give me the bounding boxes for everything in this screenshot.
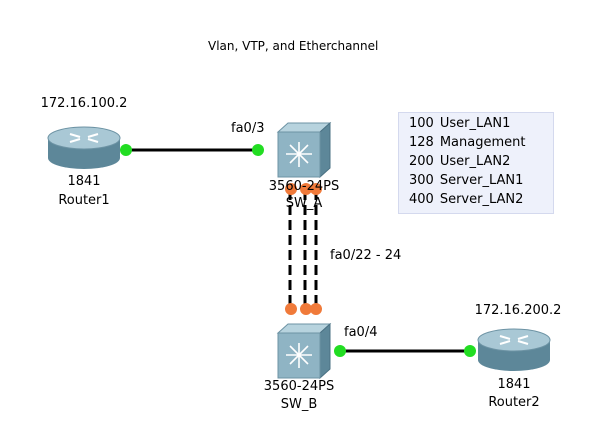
vlan-id: 100: [409, 116, 434, 131]
vlan-row: 128 Management: [409, 135, 525, 151]
vlan-id: 200: [409, 154, 434, 169]
port-up-indicator: [464, 345, 476, 357]
router2-ip: 172.16.200.2: [474, 303, 562, 318]
port-label-r1-swa: fa0/3: [231, 121, 265, 136]
switch-swb-icon[interactable]: [276, 322, 332, 380]
router1-icon[interactable]: [47, 126, 121, 169]
port-up-indicator: [120, 144, 132, 156]
port-blocking-indicator: [285, 303, 297, 315]
swa-model: 3560-24PS: [268, 179, 340, 194]
vlan-row: 200 User_LAN2: [409, 154, 510, 170]
swb-model: 3560-24PS: [263, 379, 335, 394]
swa-name: SW_A: [285, 196, 323, 211]
router1-ip: 172.16.100.2: [40, 96, 128, 111]
port-label-swb-r2: fa0/4: [344, 325, 378, 340]
port-up-indicator: [252, 144, 264, 156]
port-blocking-indicator: [310, 303, 322, 315]
port-blocking-indicator: [310, 183, 322, 195]
vlan-id: 128: [409, 135, 434, 150]
vlan-row: 400 Server_LAN2: [409, 192, 523, 208]
vlan-id: 400: [409, 192, 434, 207]
vlan-row: 100 User_LAN1: [409, 116, 510, 132]
etherchannel-port-label: fa0/22 - 24: [330, 248, 402, 263]
router2-model: 1841: [497, 377, 531, 392]
port-blocking-indicator: [285, 183, 297, 195]
vlan-name: Server_LAN1: [439, 173, 524, 188]
router1-name: Router1: [58, 193, 110, 208]
vlan-row: 300 Server_LAN1: [409, 173, 523, 189]
vlan-name: User_LAN2: [439, 154, 511, 169]
swb-name: SW_B: [280, 397, 318, 412]
port-blocking-indicator: [300, 303, 312, 315]
vlan-name: User_LAN1: [439, 116, 511, 131]
router2-icon[interactable]: [477, 328, 551, 371]
port-up-indicator: [334, 345, 346, 357]
diagram-title: Vlan, VTP, and Etherchannel: [208, 39, 379, 53]
router1-model: 1841: [67, 174, 101, 189]
port-blocking-indicator: [300, 183, 312, 195]
switch-swa-icon[interactable]: [276, 121, 332, 179]
vlan-name: Server_LAN2: [439, 192, 524, 207]
vlan-name: Management: [439, 135, 526, 150]
vlan-id: 300: [409, 173, 434, 188]
router2-name: Router2: [488, 395, 540, 410]
